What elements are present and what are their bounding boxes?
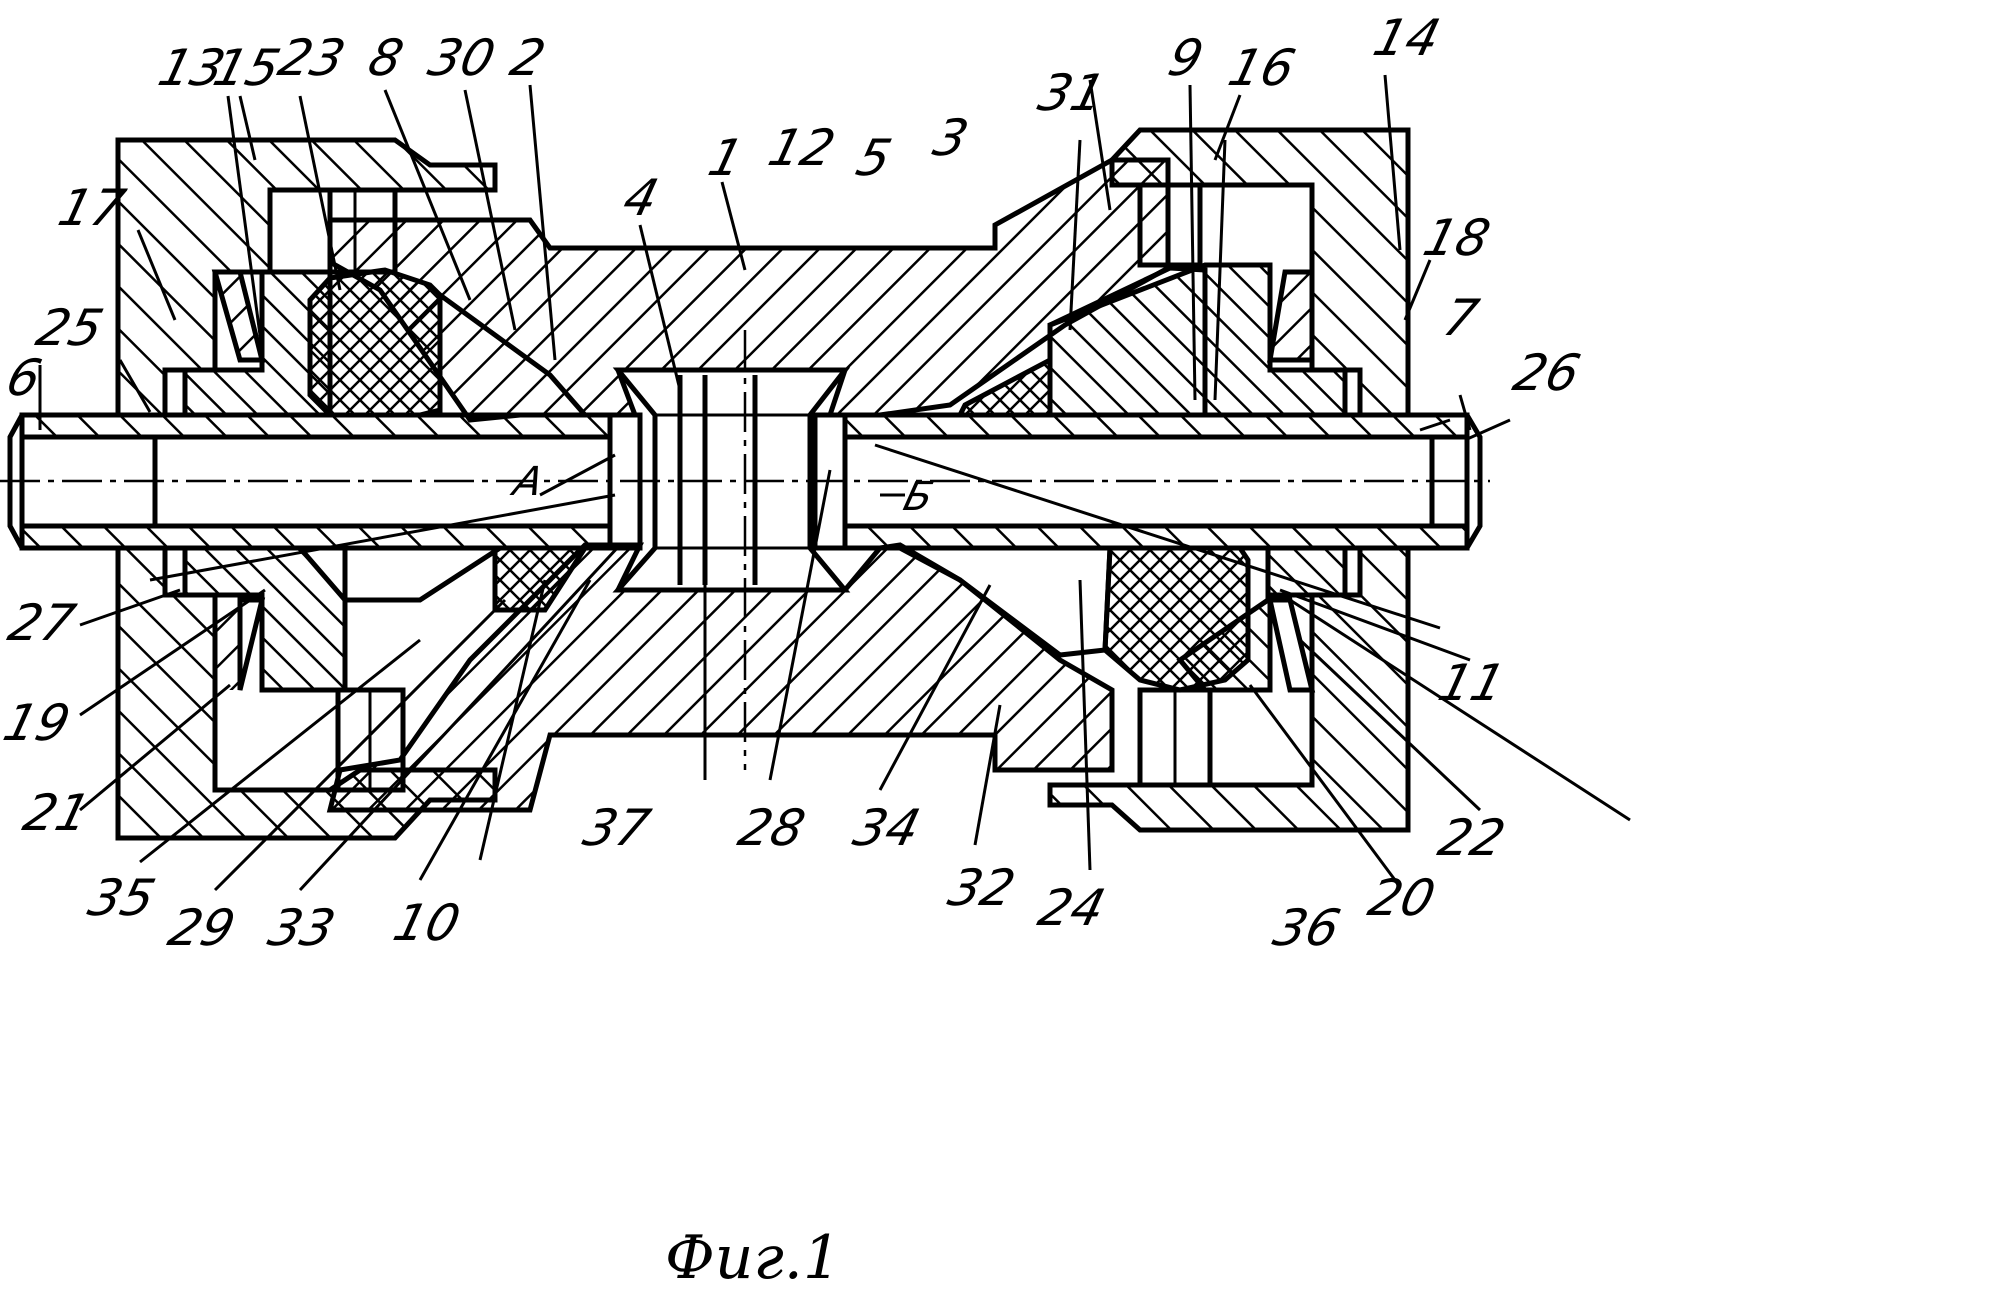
callout-1: 1: [703, 129, 749, 187]
callout-10: 10: [388, 894, 466, 952]
callout-32: 32: [943, 859, 1021, 917]
callout-34: 34: [848, 799, 926, 857]
callout-35: 35: [83, 869, 161, 927]
callout-18: 18: [1418, 209, 1496, 267]
callout-3: 3: [928, 109, 974, 167]
callout-22: 22: [1433, 809, 1511, 867]
callout-28: 28: [733, 799, 811, 857]
section-label-b: Б: [899, 473, 938, 520]
callout-26: 26: [1508, 344, 1586, 402]
callout-21: 21: [18, 784, 96, 842]
callout-9: 9: [1163, 29, 1209, 87]
callout-29: 29: [163, 899, 241, 957]
callout-11: 11: [1433, 654, 1511, 712]
callout-23: 23: [273, 29, 351, 87]
callout-4: 4: [618, 169, 664, 227]
central-body: [330, 160, 1168, 810]
callout-19: 19: [0, 694, 76, 752]
callout-7: 7: [1438, 289, 1484, 347]
callout-33: 33: [263, 899, 341, 957]
figure-caption: Фиг.1: [665, 1223, 841, 1293]
callout-20: 20: [1363, 869, 1441, 927]
callout-12: 12: [763, 119, 841, 177]
callout-14: 14: [1368, 9, 1446, 67]
callout-15: 15: [208, 39, 286, 97]
callout-8: 8: [363, 29, 409, 87]
callout-2: 2: [505, 29, 551, 87]
callout-36: 36: [1268, 899, 1346, 957]
callout-27: 27: [3, 594, 81, 652]
callout-31: 31: [1033, 64, 1111, 122]
callout-5: 5: [851, 129, 897, 187]
callout-37: 37: [578, 799, 656, 857]
callout-24: 24: [1033, 879, 1111, 937]
callout-30: 30: [423, 29, 501, 87]
callout-16: 16: [1223, 39, 1301, 97]
